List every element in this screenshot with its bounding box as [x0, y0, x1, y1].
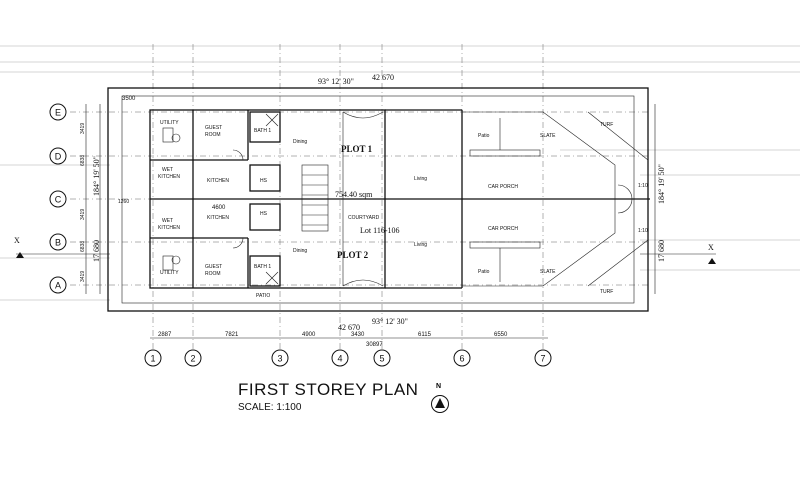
- dim-6115: 6115: [418, 332, 432, 338]
- room-hs-bot: HS: [260, 211, 268, 217]
- room-guest-top-1: GUEST: [205, 125, 222, 131]
- north-arrow-icon: N: [430, 383, 450, 413]
- grid-label-6: 6: [459, 354, 464, 364]
- grid-bubble-5: [373, 349, 391, 367]
- scale-note-2: 1:10: [638, 228, 648, 234]
- section-x-right: X: [708, 243, 714, 252]
- grid-bubble-a: [49, 276, 67, 294]
- room-bath-bot: BATH 1: [254, 264, 271, 270]
- grid-label-3: 3: [277, 354, 282, 364]
- north-triangle: [435, 398, 445, 408]
- grid-label-1: 1: [150, 354, 155, 364]
- area-label: 754.40 sqm: [335, 190, 373, 199]
- north-label: N: [436, 383, 442, 390]
- grid-bubbles-rows: E D C B A: [49, 103, 67, 294]
- room-turf-top: TURF: [600, 122, 613, 128]
- dim-6550: 6550: [494, 332, 508, 338]
- dim-inner: 4600: [212, 205, 226, 211]
- section-x-left: X: [14, 236, 20, 245]
- dim-left-3: 3419: [80, 209, 86, 220]
- room-slate-top: SLATE: [540, 133, 556, 139]
- dim-left-5: 3419: [80, 271, 86, 282]
- grid-label-5: 5: [379, 354, 384, 364]
- length-top: 42 670: [372, 73, 394, 82]
- room-wet-kitchen-bot-1: WET: [162, 218, 173, 224]
- room-slate-bot: SLATE: [540, 269, 556, 275]
- north-circle: [431, 395, 449, 413]
- grid-bubble-c: [49, 190, 67, 208]
- length-bottom: 42 670: [338, 323, 360, 332]
- room-dining-top: Dining: [293, 139, 307, 145]
- room-wet-kitchen-bot-2: KITCHEN: [158, 225, 180, 231]
- building-walls: [149, 109, 650, 289]
- bearing-left: 184° 19' 50": [92, 156, 101, 196]
- bearing-top: 93° 12' 30": [318, 77, 354, 86]
- dim-total: 30897: [366, 342, 383, 348]
- dim-left-1: 3419: [80, 123, 86, 134]
- section-markers: [16, 252, 716, 264]
- room-bath-top: BATH 1: [254, 128, 271, 134]
- grid-bubble-d: [49, 147, 67, 165]
- grid-label-7: 7: [540, 354, 545, 364]
- scale-note-1: 1:10: [638, 183, 648, 189]
- room-guest-top-2: ROOM: [205, 132, 221, 138]
- room-car-porch-top: CAR PORCH: [488, 184, 518, 190]
- plan-scale: SCALE: 1:100: [238, 402, 302, 413]
- plan-title: FIRST STOREY PLAN: [238, 380, 419, 399]
- grid-bubble-4: [331, 349, 349, 367]
- grid-bubble-e: [49, 103, 67, 121]
- plot-1-label: PLOT 1: [341, 144, 373, 154]
- grid-label-2: 2: [190, 354, 195, 364]
- room-patio-top: Patio: [478, 133, 490, 139]
- room-patio-bot: Patio: [478, 269, 490, 275]
- room-wet-kitchen-top-2: KITCHEN: [158, 174, 180, 180]
- room-guest-bot-2: ROOM: [205, 271, 221, 277]
- grid-bubble-2: [184, 349, 202, 367]
- grid-label-c: C: [55, 195, 62, 205]
- room-utility-bot: UTILITY: [160, 270, 179, 276]
- dim-2887: 2887: [158, 332, 172, 338]
- grid-bubble-7: [534, 349, 552, 367]
- dimension-lines: [85, 104, 656, 339]
- room-utility-top: UTILITY: [160, 120, 179, 126]
- dim-7821: 7821: [225, 332, 239, 338]
- room-patio-bottom: PATIO: [256, 293, 270, 299]
- grid-label-b: B: [55, 238, 61, 248]
- room-turf-bot: TURF: [600, 289, 613, 295]
- room-guest-bot-1: GUEST: [205, 264, 222, 270]
- grid-label-4: 4: [337, 354, 342, 364]
- lot-label: Lot 116-106: [360, 226, 399, 235]
- grid-bubble-1: [144, 349, 162, 367]
- grid-label-a: A: [55, 281, 61, 291]
- dim-left-2: 6838: [80, 155, 86, 166]
- room-kitchen-bot: KITCHEN: [207, 215, 229, 221]
- room-kitchen-top: KITCHEN: [207, 178, 229, 184]
- length-left: 17 680: [92, 240, 101, 262]
- grid-label-d: D: [55, 152, 62, 162]
- room-courtyard: COURTYARD: [348, 215, 380, 221]
- dim-left-4: 6838: [80, 241, 86, 252]
- dim-left-mid: 1260: [118, 199, 129, 205]
- room-wet-kitchen-top-1: WET: [162, 167, 173, 173]
- grid-bubbles-cols: 1 2 3 4 5 6 7: [144, 349, 552, 367]
- bearing-bottom: 93° 12' 30": [372, 317, 408, 326]
- grid-bubble-6: [453, 349, 471, 367]
- length-right: 17 680: [657, 240, 666, 262]
- room-living-bot: Living: [414, 242, 427, 248]
- sheet-lines: [0, 45, 800, 301]
- dim-3430: 3430: [351, 332, 365, 338]
- grid-bubble-b: [49, 233, 67, 251]
- room-car-porch-bot: CAR PORCH: [488, 226, 518, 232]
- bearing-right: 184° 19' 50": [657, 164, 666, 204]
- room-hs-top: HS: [260, 178, 268, 184]
- grid-label-e: E: [55, 108, 61, 118]
- plot-2-label: PLOT 2: [337, 250, 369, 260]
- dim-4900: 4900: [302, 332, 316, 338]
- room-dining-bot: Dining: [293, 248, 307, 254]
- dim-top-3500: 3500: [122, 96, 136, 102]
- room-living-top: Living: [414, 176, 427, 182]
- grid-bubble-3: [271, 349, 289, 367]
